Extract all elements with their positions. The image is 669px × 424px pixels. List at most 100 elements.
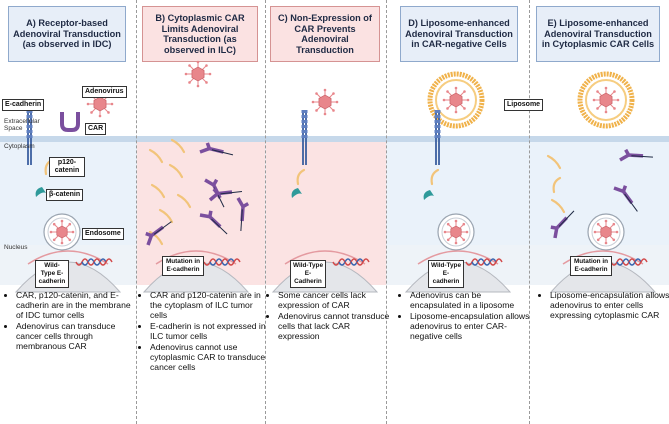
virus-spike-tip [60, 241, 64, 245]
virus-spike-tip [462, 238, 466, 242]
p120-catenin-icon [158, 208, 174, 224]
virus-spike-tip [52, 222, 56, 226]
virus-spike-tip [613, 90, 616, 93]
virus-spike-tip [184, 72, 188, 76]
virus-spike-tip [446, 107, 449, 110]
list-item: Adenovirus can be encapsulated in a lipo… [410, 290, 532, 310]
virus-spike-tip [446, 222, 450, 226]
virus-spike-tip [604, 241, 608, 245]
car-tail [624, 193, 638, 212]
beta-catenin-label: β-catenin [46, 189, 84, 201]
p120-catenin-icon [148, 148, 164, 164]
p120-label: p120-catenin [49, 157, 85, 177]
panel-d-title: D) Liposome-enhanced Adenoviral Transduc… [400, 6, 518, 62]
virus-spike-tip [466, 98, 470, 102]
adenovirus-icon [318, 94, 332, 110]
adenovirus-icon [93, 96, 107, 112]
virus-spike-tip [90, 111, 93, 114]
p120-catenin-icon [550, 198, 566, 214]
list-item: CAR, p120-catenin, and E-cadherin are in… [16, 290, 134, 320]
p120-catenin-icon [168, 163, 184, 179]
beta-catenin-icon [291, 188, 302, 198]
nucleus-gene-label-d: Wild-Type E-cadherin [428, 260, 464, 288]
p120-catenin-icon [150, 183, 166, 199]
cytoplasm-label: Cytoplasm [4, 143, 35, 150]
virus-spike-tip [107, 111, 110, 114]
virus-spike-tip [335, 100, 339, 104]
car-fragment [199, 210, 222, 228]
cytoplasmic-car [619, 148, 654, 162]
panel-divider [529, 0, 530, 424]
virus-spike-tip [311, 100, 315, 104]
cytoplasmic-car [613, 185, 638, 212]
cytoplasmic-car [199, 142, 234, 156]
endosome-inner [441, 217, 471, 247]
virus-spike-tip [68, 222, 72, 226]
panel-e-bullets: Liposome-encapsulation allows adenovirus… [540, 290, 669, 321]
bullet-region [0, 285, 669, 424]
car-fragment [613, 185, 634, 205]
car-fragment [619, 148, 644, 162]
nucleus-gene-label-e: Mutation in E-cadherin [570, 256, 612, 276]
e-cadherin-domain [301, 135, 308, 138]
list-item: E-cadherin is not expressed in ILC tumor… [150, 321, 270, 341]
adenovirus-label: Adenovirus [82, 86, 127, 98]
list-item: Adenovirus cannot use cytoplasmic CAR to… [150, 342, 270, 372]
p120-catenin-icon [296, 168, 306, 186]
e-cadherin-domain [301, 110, 308, 113]
virus-spike-tip [332, 92, 335, 95]
virus-spike-tip [315, 92, 318, 95]
virus-spike-tip [616, 98, 620, 102]
virus-spike-tip [442, 98, 446, 102]
e-cadherin-domain [434, 115, 441, 118]
nuclear-envelope [284, 250, 366, 265]
virus-spike-tip [615, 230, 619, 234]
panel-d-bullets: Adenovirus can be encapsulated in a lipo… [400, 290, 532, 342]
cytoplasmic-car [199, 210, 228, 235]
extracellular-label: Extracellular Space [4, 118, 40, 132]
car-tail [240, 209, 243, 232]
virus-spike-tip [593, 230, 597, 234]
list-item: Liposome-encapsulation allows adenovirus… [550, 290, 669, 320]
endosome-inner [591, 217, 621, 247]
liposome-label: Liposome [504, 99, 544, 111]
nucleus-label: Nucleus [4, 244, 28, 251]
virus-spike-tip [446, 90, 449, 93]
panel-divider [136, 0, 137, 424]
car-fragment [208, 187, 233, 202]
virus-spike-tip [71, 230, 75, 234]
virus-spike-tip [463, 90, 466, 93]
e-cadherin-domain [301, 120, 308, 123]
list-item: Adenovirus cannot transduce cells that l… [278, 311, 390, 341]
virus-spike-tip [596, 238, 600, 242]
panel-e-title: E) Liposome-enhanced Adenoviral Transduc… [536, 6, 660, 62]
nucleus-gene-label-b: Mutation in E-cadherin [162, 256, 204, 276]
e-cadherin-domain [26, 110, 33, 113]
adenovirus-icon [56, 225, 68, 239]
car-fragment [145, 225, 165, 246]
virus-spike-tip [596, 107, 599, 110]
panel-a-title: A) Receptor-based Adenoviral Transductio… [8, 6, 126, 62]
virus-spike-tip [596, 222, 600, 226]
e-cadherin-domain [301, 115, 308, 118]
virus-spike-tip [463, 107, 466, 110]
virus-spike-tip [462, 222, 466, 226]
panel-c-title: C) Non-Expression of CAR Prevents Adenov… [270, 6, 380, 62]
car-tail [558, 210, 575, 227]
car-tail [211, 149, 234, 156]
virus-spike-tip [454, 219, 458, 223]
cytoplasmic-car [145, 221, 172, 246]
list-item: Liposome-encapsulation allows adenovirus… [410, 311, 532, 341]
virus-spike-tip [612, 238, 616, 242]
virus-spike-tip [604, 110, 608, 114]
p120-catenin-icon [546, 154, 562, 170]
car-fragment [550, 216, 568, 239]
nuclear-envelope [27, 250, 109, 265]
car-tail [220, 190, 243, 195]
virus-spike-tip [196, 84, 200, 88]
e-cadherin-domain [26, 125, 33, 128]
virus-spike-tip [596, 90, 599, 93]
virus-spike-tip [323, 88, 327, 92]
e-cadherin-domain [301, 130, 308, 133]
